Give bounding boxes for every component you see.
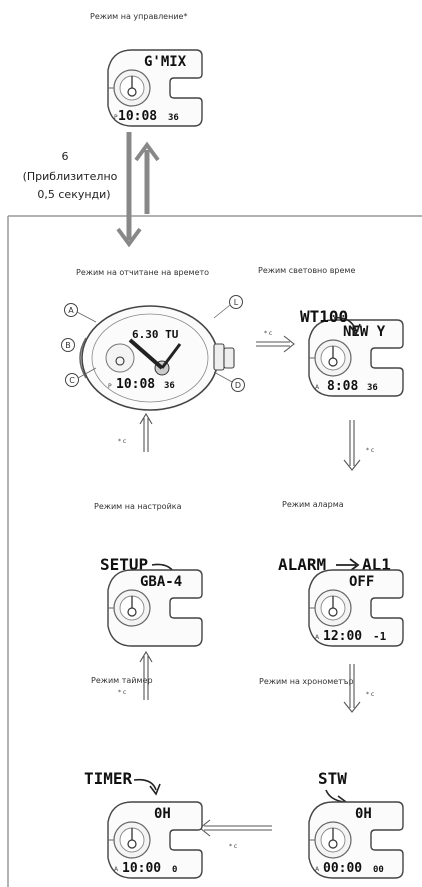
- arrow-note-1: * c: [264, 330, 272, 337]
- timekeeping-top-display: 6.30 TU: [132, 328, 179, 341]
- world-time-curved-arrow: [333, 316, 357, 331]
- arrow-note-6: * c: [229, 843, 237, 850]
- control-mark: P: [114, 114, 118, 121]
- arrow-to-world-time: * c: [256, 330, 295, 353]
- step-duration-line2: 0,5 секунди): [37, 188, 111, 201]
- alarm-time-display: 12:00: [323, 629, 362, 644]
- watch-control: G'MIX P 10:08 36: [107, 49, 203, 127]
- world-time-seconds-display: 36: [367, 383, 378, 393]
- control-mode-label: Режим на управление*: [90, 12, 188, 21]
- alarm-label-right: AL1: [362, 555, 391, 574]
- alarm-top-display: OFF: [349, 574, 374, 590]
- timer-mark: A: [114, 866, 119, 873]
- button-c-letter: C: [69, 376, 75, 385]
- alarm-mode-label: Режим аларма: [282, 500, 344, 509]
- setting-top-display: GBA-4: [140, 574, 182, 590]
- button-d-marker: D: [213, 371, 245, 392]
- button-a-letter: A: [68, 306, 74, 315]
- timer-top-display: 0H: [154, 806, 171, 822]
- control-seconds-display: 36: [168, 113, 179, 123]
- stopwatch-label: STW: [318, 769, 347, 788]
- mode-switch-double-arrow: [116, 132, 160, 248]
- step-number: 6: [61, 150, 69, 163]
- button-l-letter: L: [234, 298, 239, 307]
- arrow-note-3: * c: [118, 438, 126, 445]
- watch-world-time: NEW Y A 8:08 36: [308, 319, 404, 397]
- watch-alarm: OFF A 12:00 -1: [308, 569, 404, 647]
- timekeeping-mode-label: Режим на отчитане на времето: [76, 268, 210, 277]
- timer-seconds-display: 0: [172, 865, 177, 875]
- setting-mode-label: Режим на настройка: [94, 502, 182, 511]
- stopwatch-curved-arrow: [325, 789, 345, 803]
- arrow-to-stopwatch: * c: [343, 664, 374, 713]
- setting-label: SETUP: [100, 555, 148, 574]
- timekeeping-time-display: 10:08: [116, 377, 155, 392]
- timekeeping-seconds-display: 36: [164, 381, 175, 391]
- button-b-marker: B: [61, 338, 75, 352]
- control-top-display: G'MIX: [144, 54, 187, 70]
- timekeeping-mark: P: [108, 383, 112, 390]
- timer-label: TIMER: [84, 769, 133, 788]
- alarm-mark: A: [315, 634, 320, 641]
- button-a-marker: A: [64, 303, 97, 323]
- timer-mode-label: Режим таймер: [91, 676, 153, 685]
- button-d-letter: D: [235, 381, 241, 390]
- watch-stopwatch: 0H A 00:00 00: [308, 801, 404, 879]
- world-time-label: WT100: [300, 307, 348, 326]
- alarm-label-left: ALARM: [278, 555, 326, 574]
- world-time-mark: A: [315, 384, 320, 391]
- button-l-marker: L: [213, 295, 243, 319]
- watch-timer: 0H A 10:00 0: [107, 801, 203, 879]
- alarm-seconds-display: -1: [373, 630, 387, 643]
- stopwatch-seconds-display: 00: [373, 865, 384, 875]
- arrow-note-2: * c: [366, 447, 374, 454]
- button-b-letter: B: [65, 341, 71, 350]
- timer-time-display: 10:00: [122, 861, 161, 876]
- arrow-to-timer: * c: [199, 819, 272, 850]
- arrow-to-setting: * c: [118, 650, 153, 700]
- world-time-mode-label: Режим световно време: [258, 266, 356, 275]
- arrow-to-alarm: * c: [343, 420, 374, 471]
- stopwatch-top-display: 0H: [355, 806, 372, 822]
- stopwatch-time-display: 00:00: [323, 861, 362, 876]
- world-time-time-display: 8:08: [327, 379, 358, 394]
- watch-setting: GBA-4: [107, 569, 203, 647]
- button-c-marker: C: [65, 367, 97, 387]
- stopwatch-mark: A: [315, 866, 320, 873]
- arrow-note-5: * c: [118, 689, 126, 696]
- control-time-display: 10:08: [118, 109, 157, 124]
- world-time-top-display: NEW Y: [343, 324, 386, 340]
- arrow-to-timekeeping: * c: [118, 412, 153, 452]
- stopwatch-mode-label: Режим на хронометър: [259, 677, 354, 686]
- timer-curved-arrow: [133, 778, 157, 791]
- watch-timekeeping: 6.30 TU P 10:08 36: [79, 305, 235, 411]
- arrow-note-4: * c: [366, 691, 374, 698]
- step-duration-line1: (Приблизително: [22, 170, 118, 183]
